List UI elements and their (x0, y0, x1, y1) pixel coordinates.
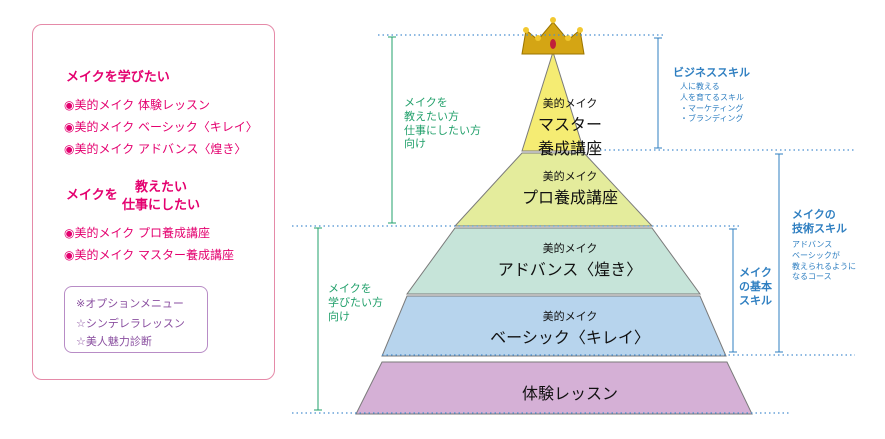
option-item: ☆美人魅力診断 (76, 335, 152, 348)
tier-master-big2: 養成講座 (537, 139, 602, 158)
tier-pro-big: プロ養成講座 (521, 188, 618, 207)
teach-item: ◉美的メイク プロ養成講座 (64, 226, 211, 240)
note-learn: メイクを 学びたい方 向け (328, 282, 383, 323)
tier-master-small: 美的メイク (542, 97, 598, 110)
business-skill-item: 人に教える (680, 82, 720, 91)
heading-teach-prefix: メイクを (66, 188, 118, 203)
note-teach: メイクを 教えたい方 仕事にしたい方 向け (404, 96, 481, 151)
tier-trial-big: 体験レッスン (521, 384, 618, 403)
basic-skill-line: メイク (739, 266, 772, 279)
option-menu-box (64, 286, 208, 353)
learn-item: ◉美的メイク 体験レッスン (64, 98, 211, 112)
tech-skill-title-line: 技術スキル (792, 221, 847, 235)
basic-skill-title: メイク の基本 スキル (739, 266, 772, 307)
note-learn-line: 向け (328, 309, 350, 323)
tier-master-label: 美的メイク マスター 養成講座 (520, 95, 620, 159)
business-skill-list: 人に教える 人を育てるスキル ・マーケティング ・ブランディング (680, 82, 744, 125)
note-teach-line: 仕事にしたい方 (404, 123, 481, 137)
note-learn-line: 学びたい方 (328, 295, 383, 309)
tier-master-big: マスター (537, 115, 602, 134)
note-teach-line: メイクを (404, 96, 448, 109)
note-teach-line: 教えたい方 (404, 109, 459, 123)
note-learn-line: メイクを (328, 282, 372, 295)
note-teach-line: 向け (404, 137, 426, 151)
basic-skill-line: の基本 (739, 279, 772, 293)
tier-advance-label: 美的メイク アドバンス〈煌き〉 (470, 240, 670, 280)
menu-panel (32, 24, 275, 380)
business-skill-title: ビジネススキル (673, 66, 750, 79)
tier-basic-shape (381, 295, 727, 357)
tier-basic-small: 美的メイク (542, 310, 598, 323)
tech-skill-item: なるコース (792, 272, 832, 282)
tech-skill-item: 教えられるように (792, 261, 856, 271)
tier-master-shape (521, 50, 585, 152)
tech-skill-title-line: メイクの (792, 208, 836, 221)
heading-teach-line2: 仕事にしたい (122, 198, 201, 213)
business-skill-item: 人を育てるスキル (680, 92, 744, 102)
tier-trial-label: 体験レッスン (470, 380, 670, 404)
tier-advance-big: アドバンス〈煌き〉 (497, 260, 643, 279)
learn-item: ◉美的メイク アドバンス〈煌き〉 (64, 142, 247, 156)
tech-skill-item: ベーシックが (792, 250, 840, 260)
tier-basic-big: ベーシック〈キレイ〉 (490, 328, 650, 347)
tier-basic-label: 美的メイク ベーシック〈キレイ〉 (470, 308, 670, 348)
business-skill-item: ・ブランディング (680, 114, 744, 124)
tech-skill-item: アドバンス (792, 240, 833, 249)
business-skill-item: ・マーケティング (680, 103, 744, 113)
tier-pro-label: 美的メイク プロ養成講座 (490, 168, 650, 208)
tech-skill-list: アドバンス ベーシックが 教えられるように なるコース (792, 240, 856, 283)
heading-teach-line1: 教えたい (135, 180, 188, 195)
tier-advance-small: 美的メイク (542, 242, 598, 255)
heading-learn: メイクを学びたい (66, 70, 170, 85)
teach-item: ◉美的メイク マスター養成講座 (64, 248, 235, 262)
learn-item: ◉美的メイク ベーシック〈キレイ〉 (64, 120, 258, 134)
tier-pro-small: 美的メイク (542, 170, 598, 183)
crown-icon (521, 17, 585, 55)
basic-skill-line: スキル (739, 293, 772, 307)
tech-skill-title: メイクの 技術スキル (792, 208, 847, 236)
tier-advance-shape (406, 227, 701, 295)
option-item: ☆シンデレラレッスン (76, 317, 185, 330)
option-heading: ※オプションメニュー (76, 297, 184, 310)
tier-trial-shape (355, 361, 753, 415)
